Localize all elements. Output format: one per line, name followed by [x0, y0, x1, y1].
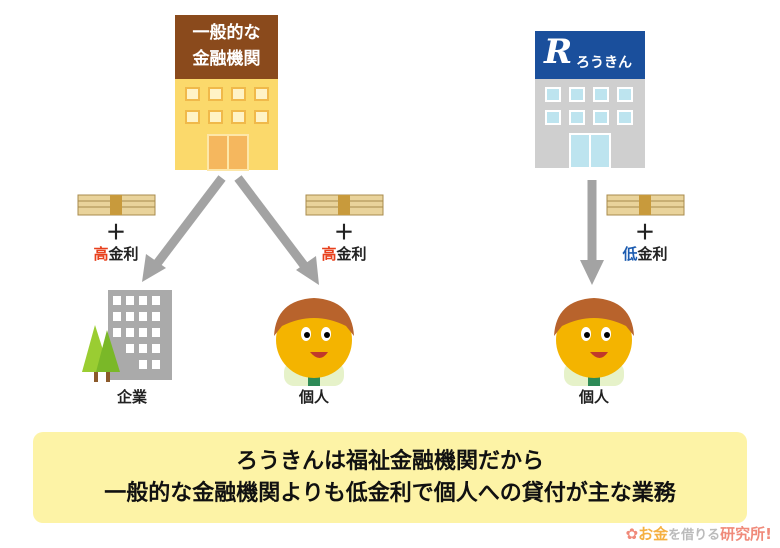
plus-sign: ＋ — [106, 220, 126, 244]
logo-part1: お金 — [638, 525, 669, 543]
rate-prefix: 高 — [321, 245, 337, 263]
company-icon — [82, 290, 172, 382]
individual-label: 個人 — [298, 388, 329, 406]
money-stack-icons — [77, 194, 685, 216]
person-icon — [274, 298, 354, 386]
plus-sign: ＋ — [635, 220, 655, 244]
plus-sign: ＋ — [334, 220, 354, 244]
summary-line1: ろうきんは福祉金融機関だから — [235, 449, 544, 474]
rokin-name: ろうきん — [576, 55, 632, 71]
company-label: 企業 — [116, 388, 147, 406]
logo-part3: 研究所! — [720, 525, 772, 543]
logo-part2: を借りる — [668, 528, 721, 543]
general-bank-line1: 一般的な — [192, 23, 261, 43]
site-logo: ✿お金を借りる研究所! — [626, 523, 772, 544]
rate-suffix: 金利 — [108, 245, 139, 263]
rate-label-left: 高金利 — [76, 243, 156, 264]
rate-label-middle: 高金利 — [304, 243, 384, 264]
rate-prefix: 低 — [622, 245, 638, 263]
rokin-logo-mark: R — [544, 32, 573, 72]
person-icon — [554, 298, 634, 386]
rate-suffix: 金利 — [336, 245, 367, 263]
individual-label: 個人 — [578, 388, 609, 406]
rokin-bank-building — [535, 31, 645, 169]
arrows — [142, 175, 604, 285]
rose-icon: ✿ — [625, 525, 639, 543]
general-bank-sign: 一般的な 金融機関 — [175, 20, 278, 72]
rate-prefix: 高 — [93, 245, 109, 263]
summary-line2: 一般的な金融機関よりも低金利で個人への貸付が主な業務 — [104, 481, 676, 506]
rate-label-right: 低金利 — [605, 243, 685, 264]
rokin-logo: R ろうきん — [540, 32, 645, 76]
rate-suffix: 金利 — [637, 245, 668, 263]
general-bank-line2: 金融機関 — [192, 49, 261, 69]
summary-note: ろうきんは福祉金融機関だから 一般的な金融機関よりも低金利で個人への貸付が主な業… — [33, 432, 747, 523]
general-bank-building — [175, 15, 278, 171]
